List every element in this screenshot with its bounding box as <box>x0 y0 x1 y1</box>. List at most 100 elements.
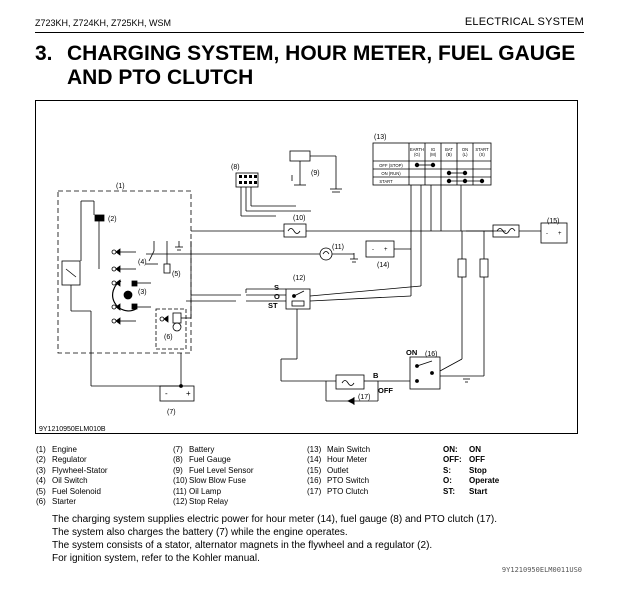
description-line: For ignition system, refer to the Kohler… <box>52 553 260 564</box>
description-line: The charging system supplies electric po… <box>52 514 498 525</box>
svg-text:EARTH: EARTH <box>410 147 424 152</box>
legend-item: (13)Main Switch <box>307 445 371 454</box>
abbrev-item: ON:ON <box>443 445 481 454</box>
stop-relay-icon <box>285 288 311 310</box>
ground-icons <box>175 241 470 383</box>
svg-text:+: + <box>558 231 562 237</box>
description-line: The system also charges the battery (7) … <box>52 527 348 538</box>
legend-item: (3)Flywheel-Stator <box>36 465 108 475</box>
title-line-1: CHARGING SYSTEM, HOUR METER, FUEL GAUGE <box>67 42 576 65</box>
svg-text:START: START <box>475 147 489 152</box>
callout-1: (1) <box>116 183 125 190</box>
fuel-level-sensor-icon <box>289 150 311 162</box>
description-line: The system consists of a stator, alterna… <box>52 540 433 551</box>
flywheel-stator-icon <box>112 280 137 312</box>
pto-label-b: B <box>373 371 379 380</box>
callout-7: (7) <box>167 409 176 416</box>
wiring-diagram-svg: - + EARTH(G) <box>39 134 568 433</box>
legend-item: (16)PTO Switch <box>307 476 370 486</box>
svg-text:ON (RUN): ON (RUN) <box>381 171 401 176</box>
legend-item: (17)PTO Clutch <box>307 486 369 496</box>
svg-text:IG: IG <box>431 147 435 152</box>
relay-label-s: S <box>274 283 279 292</box>
fuse-vertical-1-icon <box>457 258 467 278</box>
diode-icon <box>347 397 355 405</box>
abbrev-item: S:Stop <box>443 465 487 475</box>
abbrev-item: O:Operate <box>443 476 500 486</box>
title-number: 3. <box>35 42 53 65</box>
svg-text:-: - <box>372 247 374 253</box>
legend-item: (11)Oil Lamp <box>173 486 222 496</box>
pto-clutch-icon <box>335 374 365 390</box>
legend-item: (8)Fuel Gauge <box>173 455 231 465</box>
callout-9: (9) <box>311 170 320 177</box>
diagram-code: 9Y1210950ELM010B <box>39 426 106 433</box>
footer-code: 9Y1210950ELM0011US0 <box>501 566 582 574</box>
fuel-gauge-icon <box>235 172 259 188</box>
starter-box <box>155 308 187 350</box>
svg-text:BAT: BAT <box>445 147 453 152</box>
legend-column-3: (13)Main Switch (14)Hour Meter (15)Outle… <box>307 445 370 497</box>
wiring-diagram: - + EARTH(G) <box>35 100 578 434</box>
svg-text:ON: ON <box>462 147 468 152</box>
legend-item: (7)Battery <box>173 445 215 454</box>
callout-17: (17) <box>358 394 370 401</box>
svg-text:-: - <box>546 231 548 237</box>
callout-3: (3) <box>138 289 147 296</box>
callout-2: (2) <box>108 216 117 223</box>
legend-item: (14)Hour Meter <box>307 455 368 465</box>
callout-11: (11) <box>332 244 344 251</box>
header-models: Z723KH, Z724KH, Z725KH, WSM <box>35 18 172 28</box>
legend-abbreviations: ON:ON OFF:OFF S:Stop O:Operate ST:Start <box>443 445 499 497</box>
callout-12: (12) <box>293 275 305 282</box>
outlet-icon <box>540 222 568 244</box>
svg-text:-: - <box>165 389 168 398</box>
callout-16: (16) <box>425 351 437 358</box>
callout-14: (14) <box>377 262 389 269</box>
callout-4: (4) <box>138 259 147 266</box>
legend-item: (12)Stop Relay <box>173 497 229 507</box>
svg-text:START: START <box>379 179 393 184</box>
starter-icon <box>172 322 182 332</box>
hour-meter-icon <box>365 240 395 258</box>
legend-item: (15)Outlet <box>307 465 349 475</box>
abbrev-item: ST:Start <box>443 486 488 496</box>
callout-13: (13) <box>374 134 386 141</box>
regulator-icon <box>94 214 105 222</box>
svg-text:OFF (STOP): OFF (STOP) <box>379 163 403 168</box>
legend-item: (9)Fuel Level Sensor <box>173 465 254 475</box>
description-paragraph: The charging system supplies electric po… <box>52 513 497 565</box>
pto-label-off: OFF <box>378 386 393 395</box>
connector-icons <box>111 248 136 325</box>
main-switch-table: EARTH(G) IG(M) BAT(B) ON(L) START(S) OFF… <box>372 142 492 186</box>
callout-10: (10) <box>293 215 305 222</box>
slow-blow-fuse-icon <box>283 223 307 238</box>
svg-text:(G): (G) <box>414 152 421 157</box>
relay-label-o: O <box>274 292 280 301</box>
abbrev-item: OFF:OFF <box>443 455 485 465</box>
header-rule <box>35 32 584 33</box>
legend-item: (10)Slow Blow Fuse <box>173 476 246 486</box>
legend-item: (1)Engine <box>36 445 77 454</box>
svg-text:(B): (B) <box>446 152 452 157</box>
callout-5: (5) <box>172 271 181 278</box>
legend-item: (2)Regulator <box>36 455 87 465</box>
relay-label-st: ST <box>268 301 278 310</box>
title-line-2: AND PTO CLUTCH <box>67 66 254 89</box>
oil-switch-icon <box>148 250 155 262</box>
header-section: ELECTRICAL SYSTEM <box>464 16 584 28</box>
callout-15: (15) <box>547 218 559 225</box>
legend-item: (6)Starter <box>36 497 77 507</box>
svg-text:+: + <box>186 389 191 398</box>
svg-text:(L): (L) <box>462 152 468 157</box>
pto-switch-icon <box>409 356 441 390</box>
callout-6: (6) <box>164 334 173 341</box>
legend-column-1: (1)Engine (2)Regulator (3)Flywheel-Stato… <box>36 445 108 507</box>
svg-text:(M): (M) <box>430 152 437 157</box>
svg-text:+: + <box>384 247 388 253</box>
legend-column-2: (7)Battery (8)Fuel Gauge (9)Fuel Level S… <box>173 445 253 507</box>
legend-item: (4)Oil Switch <box>36 476 88 486</box>
callout-8: (8) <box>231 164 240 171</box>
fuse-vertical-2-icon <box>479 258 489 278</box>
engine-boundary <box>57 190 192 354</box>
